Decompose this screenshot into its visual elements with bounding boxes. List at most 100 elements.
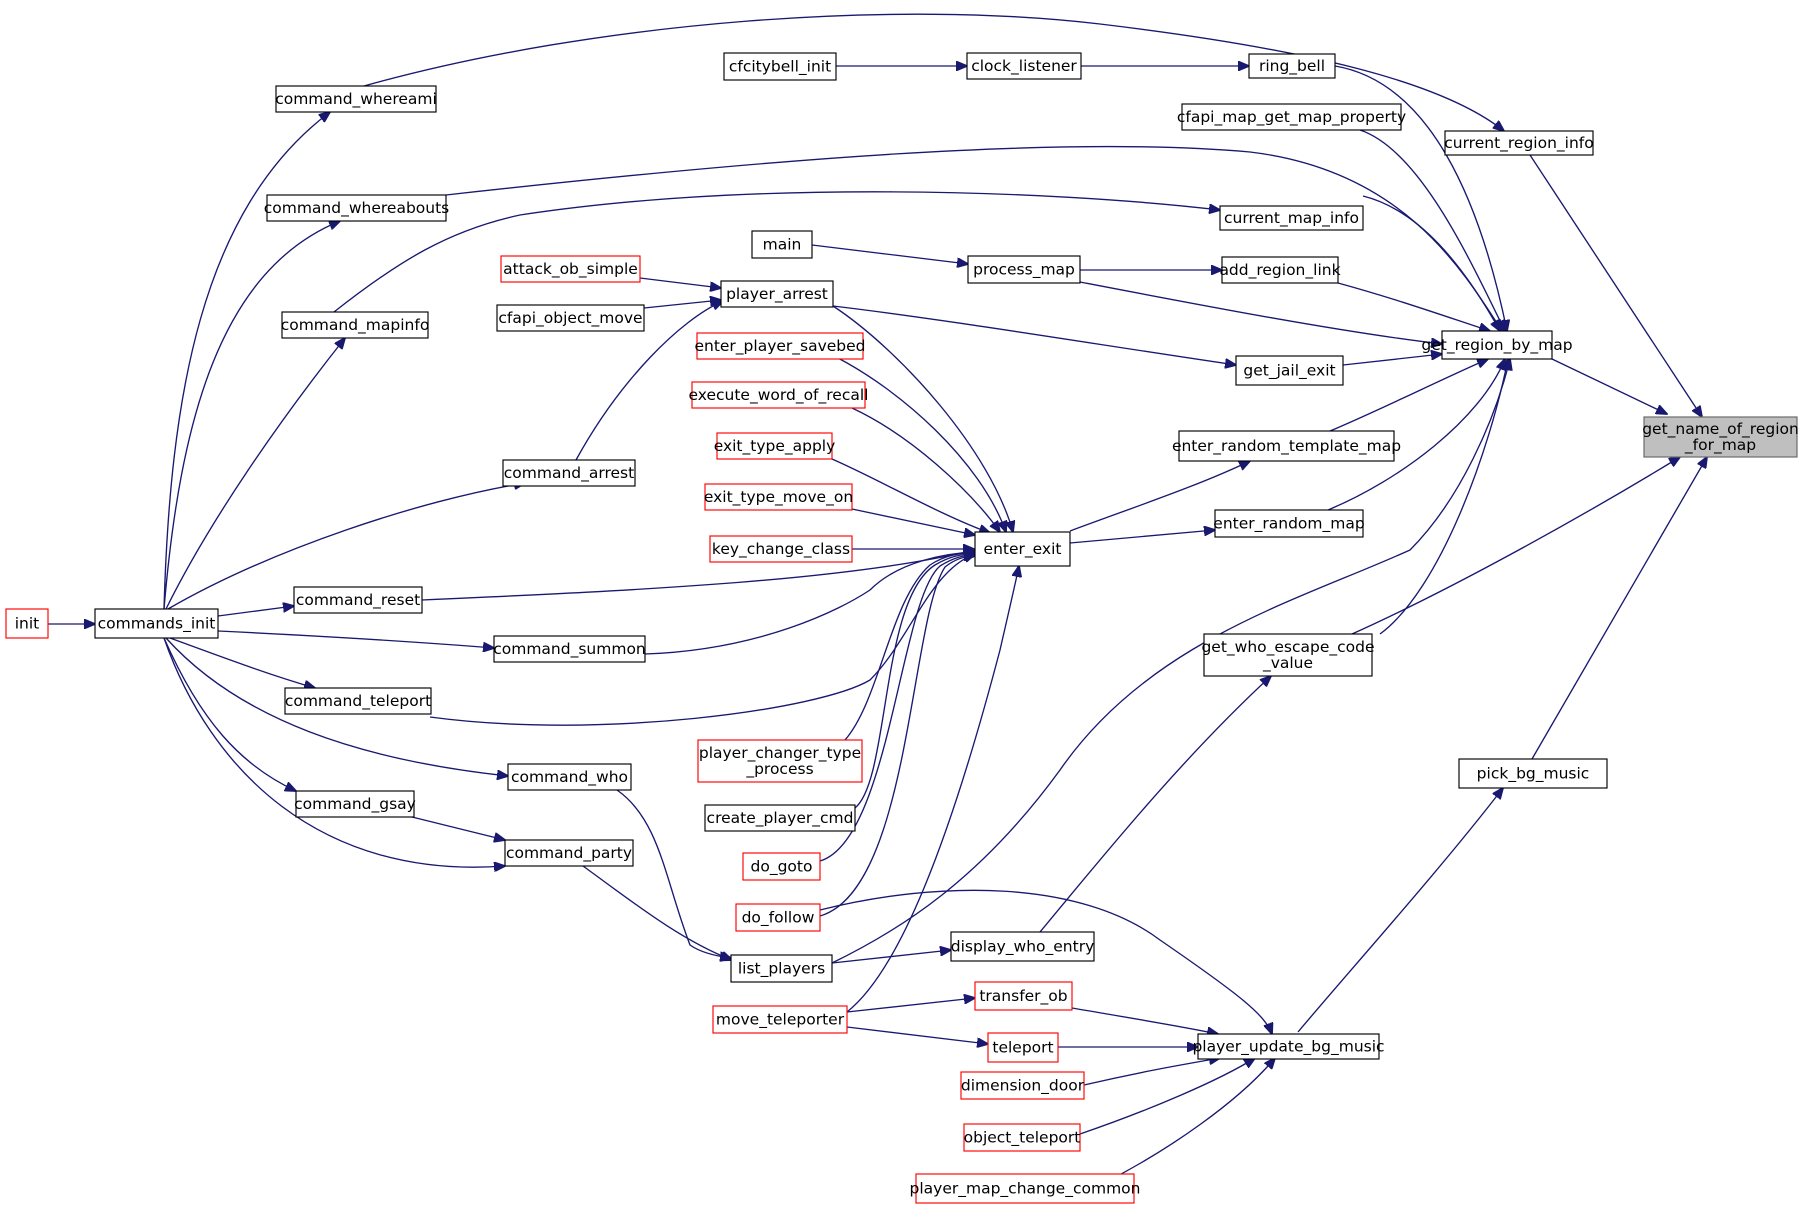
node-label: _process (745, 760, 813, 779)
edge-pa-gje (832, 305, 1236, 365)
node-eps[interactable]: enter_player_savebed (694, 332, 866, 360)
node-eta[interactable]: exit_type_apply (714, 432, 836, 460)
edge-cres-ee (421, 550, 975, 601)
node-label: do_goto (751, 858, 813, 877)
node-pubm[interactable]: player_update_bg_music (1192, 1033, 1385, 1060)
node-cgs[interactable]: command_gsay (294, 790, 416, 818)
node-init[interactable]: init (5, 608, 49, 639)
node-tp[interactable]: teleport (987, 1032, 1059, 1063)
node-label: command_whereami (275, 90, 437, 109)
edge-mt-tp (846, 1026, 988, 1044)
node-cres[interactable]: command_reset (293, 586, 423, 614)
node-label: command_reset (296, 591, 420, 610)
node-csum[interactable]: command_summon (493, 635, 646, 663)
node-pbm[interactable]: pick_bg_music (1458, 758, 1608, 789)
node-dg[interactable]: do_goto (742, 852, 821, 881)
edge-cpar-lp (582, 865, 732, 960)
node-pa[interactable]: player_arrest (720, 280, 834, 308)
node-dd[interactable]: dimension_door (960, 1071, 1085, 1100)
node-label: _for_map (1684, 436, 1756, 455)
edge-ci-cpar (163, 637, 505, 867)
node-label: move_teleporter (716, 1011, 845, 1030)
edge-carr-pa (575, 301, 723, 461)
node-cfom[interactable]: cfapi_object_move (496, 304, 645, 332)
node-label: dimension_door (961, 1077, 1085, 1096)
node-rb[interactable]: ring_bell (1248, 53, 1336, 79)
node-label: exit_type_move_on (704, 488, 853, 507)
edge-eta-ee (831, 458, 990, 533)
node-grbm[interactable]: get_region_by_map (1421, 330, 1573, 360)
node-dwe[interactable]: display_who_entry (950, 931, 1095, 962)
node-main[interactable]: main (751, 230, 813, 259)
node-etmo[interactable]: exit_type_move_on (704, 483, 853, 511)
node-label: command_gsay (294, 795, 416, 814)
nodes: get_name_of_region_for_map get_region_by_… (5, 52, 1799, 1204)
node-cl[interactable]: clock_listener (966, 52, 1082, 80)
edge-ewr-ee (851, 407, 1000, 532)
node-label: exit_type_apply (714, 437, 836, 456)
node-arl[interactable]: add_region_link (1219, 256, 1341, 284)
node-label: init (15, 615, 40, 633)
node-box (1203, 633, 1373, 677)
node-box (500, 255, 641, 283)
node-cpar[interactable]: command_party (504, 839, 634, 867)
edge-ci-cwb (163, 221, 340, 610)
node-aos[interactable]: attack_ob_simple (500, 255, 641, 283)
node-box (974, 981, 1073, 1011)
node-box (751, 230, 813, 259)
node-label: attack_ob_simple (503, 260, 638, 279)
edges (48, 13, 1707, 1186)
node-cbi[interactable]: cfcitybell_init (723, 52, 837, 81)
node-lp[interactable]: list_players (730, 954, 833, 983)
node-pctp[interactable]: player_changer_type_process (697, 739, 863, 783)
edge-ci-cgs (163, 637, 296, 791)
edge-ctel-ee (429, 554, 975, 726)
node-box (696, 332, 864, 360)
node-tob[interactable]: transfer_ob (974, 981, 1073, 1011)
node-label: get_region_by_map (1421, 336, 1572, 355)
node-label: transfer_ob (979, 987, 1067, 1006)
node-gwecv[interactable]: get_who_escape_code_value (1201, 633, 1375, 677)
node-box (1444, 130, 1594, 156)
node-label: process_map (973, 261, 1075, 280)
edge-tob-pubm (1071, 1007, 1218, 1034)
node-cmi[interactable]: current_map_info (1219, 205, 1364, 231)
node-df[interactable]: do_follow (735, 903, 821, 932)
edge-pubm-pbm (1297, 788, 1503, 1033)
node-ewr[interactable]: execute_word_of_recall (689, 381, 869, 409)
node-cmapi[interactable]: command_mapinfo (281, 311, 430, 339)
node-cfmap[interactable]: cfapi_map_get_map_property (1177, 103, 1406, 131)
node-label: cfapi_object_move (498, 309, 642, 328)
node-gje[interactable]: get_jail_exit (1235, 355, 1344, 386)
edge-cmapi-cmi (333, 191, 1220, 313)
node-box (1458, 758, 1608, 789)
node-cwa[interactable]: command_whereami (275, 85, 437, 113)
node-box (691, 381, 866, 409)
node-pm[interactable]: process_map (967, 255, 1081, 284)
node-box (960, 1071, 1085, 1100)
node-ee[interactable]: enter_exit (974, 531, 1071, 567)
node-mt[interactable]: move_teleporter (712, 1005, 848, 1034)
node-box (504, 839, 634, 867)
node-cwho[interactable]: command_who (507, 763, 632, 791)
node-box (284, 687, 432, 715)
node-ertm[interactable]: enter_random_template_map (1172, 430, 1401, 462)
node-ctel[interactable]: command_teleport (284, 687, 432, 715)
node-label: enter_random_template_map (1172, 437, 1401, 456)
node-ot[interactable]: object_teleport (963, 1123, 1081, 1152)
edge-aos-pa (639, 277, 721, 288)
node-cri[interactable]: current_region_info (1444, 130, 1594, 156)
edge-mt-ee (846, 566, 1019, 1013)
node-kcc[interactable]: key_change_class (709, 535, 853, 563)
node-erm[interactable]: enter_random_map (1213, 509, 1365, 538)
node-carr[interactable]: command_arrest (502, 459, 636, 487)
node-root[interactable]: get_name_of_region_for_map (1642, 416, 1799, 458)
node-pmcc[interactable]: player_map_change_common (910, 1173, 1141, 1204)
edge-pbm-root (1531, 457, 1707, 760)
node-label: key_change_class (712, 540, 850, 559)
node-cpc[interactable]: create_player_cmd (704, 804, 856, 832)
edge-cri-root (1529, 154, 1702, 417)
node-label: cfcitybell_init (729, 58, 831, 77)
node-ci[interactable]: commands_init (94, 608, 219, 639)
node-cwb[interactable]: command_whereabouts (264, 194, 450, 222)
